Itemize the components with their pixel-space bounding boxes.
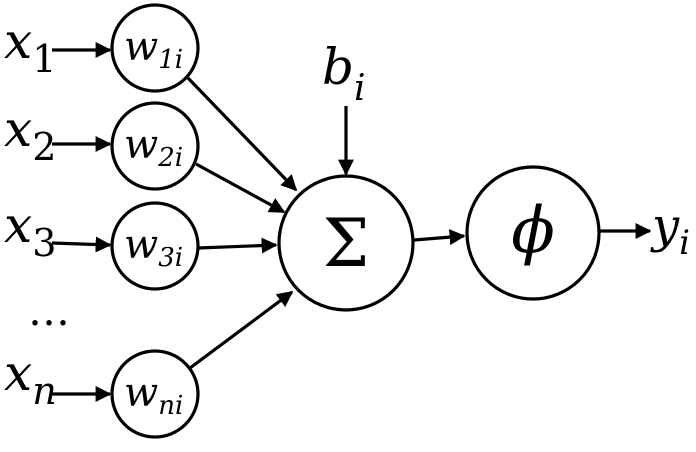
- input-label-2: x2: [4, 100, 56, 169]
- ellipsis: …: [28, 286, 70, 335]
- weight-to-sum-arrow-3: [197, 237, 278, 254]
- summation-node: Σ: [277, 174, 415, 312]
- weight-to-sum-arrow-1: [186, 76, 298, 192]
- sum-symbol: Σ: [323, 205, 370, 282]
- input-arrow-3: [51, 236, 112, 253]
- svg-text:w3i: w3i: [124, 222, 183, 273]
- weight-node-3: w3i: [110, 201, 200, 291]
- svg-text:w2i: w2i: [124, 122, 183, 173]
- activation-node: ϕ: [465, 165, 601, 301]
- input-label-3: x3: [4, 196, 56, 265]
- weight-node-n: wni: [110, 349, 200, 439]
- input-label-n: xn: [4, 344, 57, 413]
- input-label-1: x1: [4, 12, 56, 81]
- output-label: yi: [650, 198, 690, 263]
- svg-text:wni: wni: [124, 370, 183, 421]
- weight-to-sum-arrow-2: [195, 162, 286, 214]
- svg-text:w1i: w1i: [124, 24, 183, 75]
- weight-node-2: w2i: [110, 101, 200, 191]
- bias-label: bi: [322, 38, 366, 109]
- sum-to-activation-arrow: [413, 229, 466, 246]
- activation-symbol: ϕ: [511, 194, 555, 268]
- weight-node-1: w1i: [110, 3, 200, 93]
- weight-to-sum-arrow-n: [189, 290, 294, 370]
